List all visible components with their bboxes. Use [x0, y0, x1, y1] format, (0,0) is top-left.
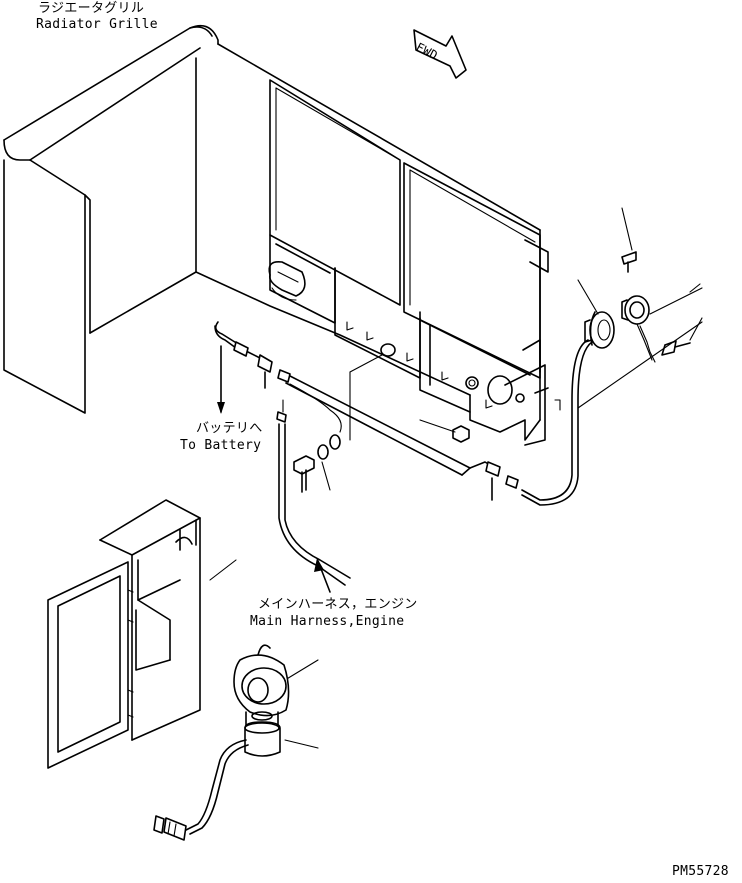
tool-box: [47, 499, 201, 769]
battery-arrow: [217, 345, 225, 414]
harness-label-jp: メインハーネス，エンジン: [258, 597, 418, 612]
leader-lines: [209, 207, 703, 749]
wiring-hardware: [214, 321, 519, 586]
battery-label-en: To Battery: [180, 438, 262, 453]
radiator-grille-label-jp: ラジエータグリル: [38, 1, 145, 16]
socket-assembly: [521, 251, 691, 506]
fwd-arrow-icon: [413, 29, 467, 79]
work-lamp: [153, 644, 290, 841]
radiator-grille-label-en: Radiator Grille: [36, 17, 158, 32]
battery-label-jp: バッテリへ: [196, 421, 263, 436]
harness-arrow: [314, 558, 331, 593]
drawing-number: PM55728: [672, 864, 729, 879]
radiator-grille: [3, 24, 549, 446]
harness-label-en: Main Harness,Engine: [250, 614, 405, 629]
